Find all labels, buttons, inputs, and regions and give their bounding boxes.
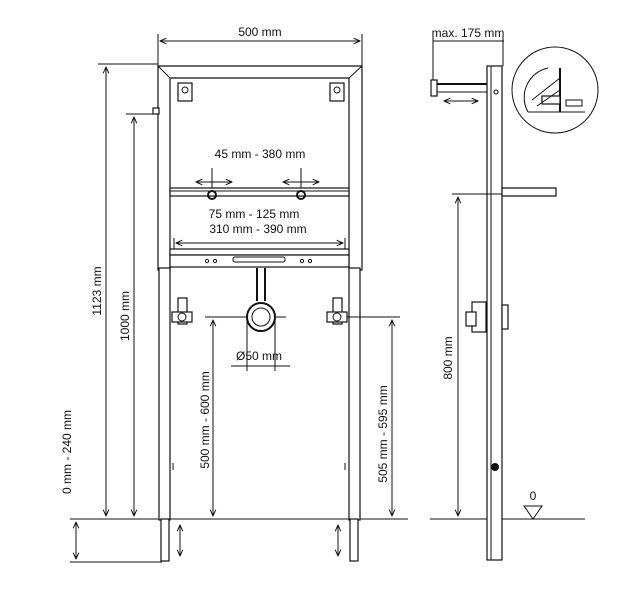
dim-45-380-label: 45 mm - 380 mm [215,147,306,161]
floor-level-symbol [523,505,543,520]
floor-level-label: 0 [530,489,537,503]
dim-1123-label: 1123 mm [90,266,104,315]
dim-d50-label: Ø50 mm [236,349,282,363]
dim-800-label: 800 mm [441,336,455,379]
dim-505-595-label: 505 mm - 595 mm [376,385,390,482]
dim-500-label: 500 mm [238,25,281,39]
dim-1000-label: 1000 mm [118,291,132,341]
front-frame [152,65,363,562]
dim-0-240-label: 0 mm - 240 mm [60,410,74,494]
dim-310-390-label: 310 mm - 390 mm [209,222,306,236]
side-frame [430,65,557,561]
dim-75-125-label: 75 mm - 125 mm [209,207,300,221]
detail-circle [511,46,599,134]
dim-175-label: max. 175 mm [432,26,505,40]
dim-500-600-label: 500 mm - 600 mm [198,371,212,468]
